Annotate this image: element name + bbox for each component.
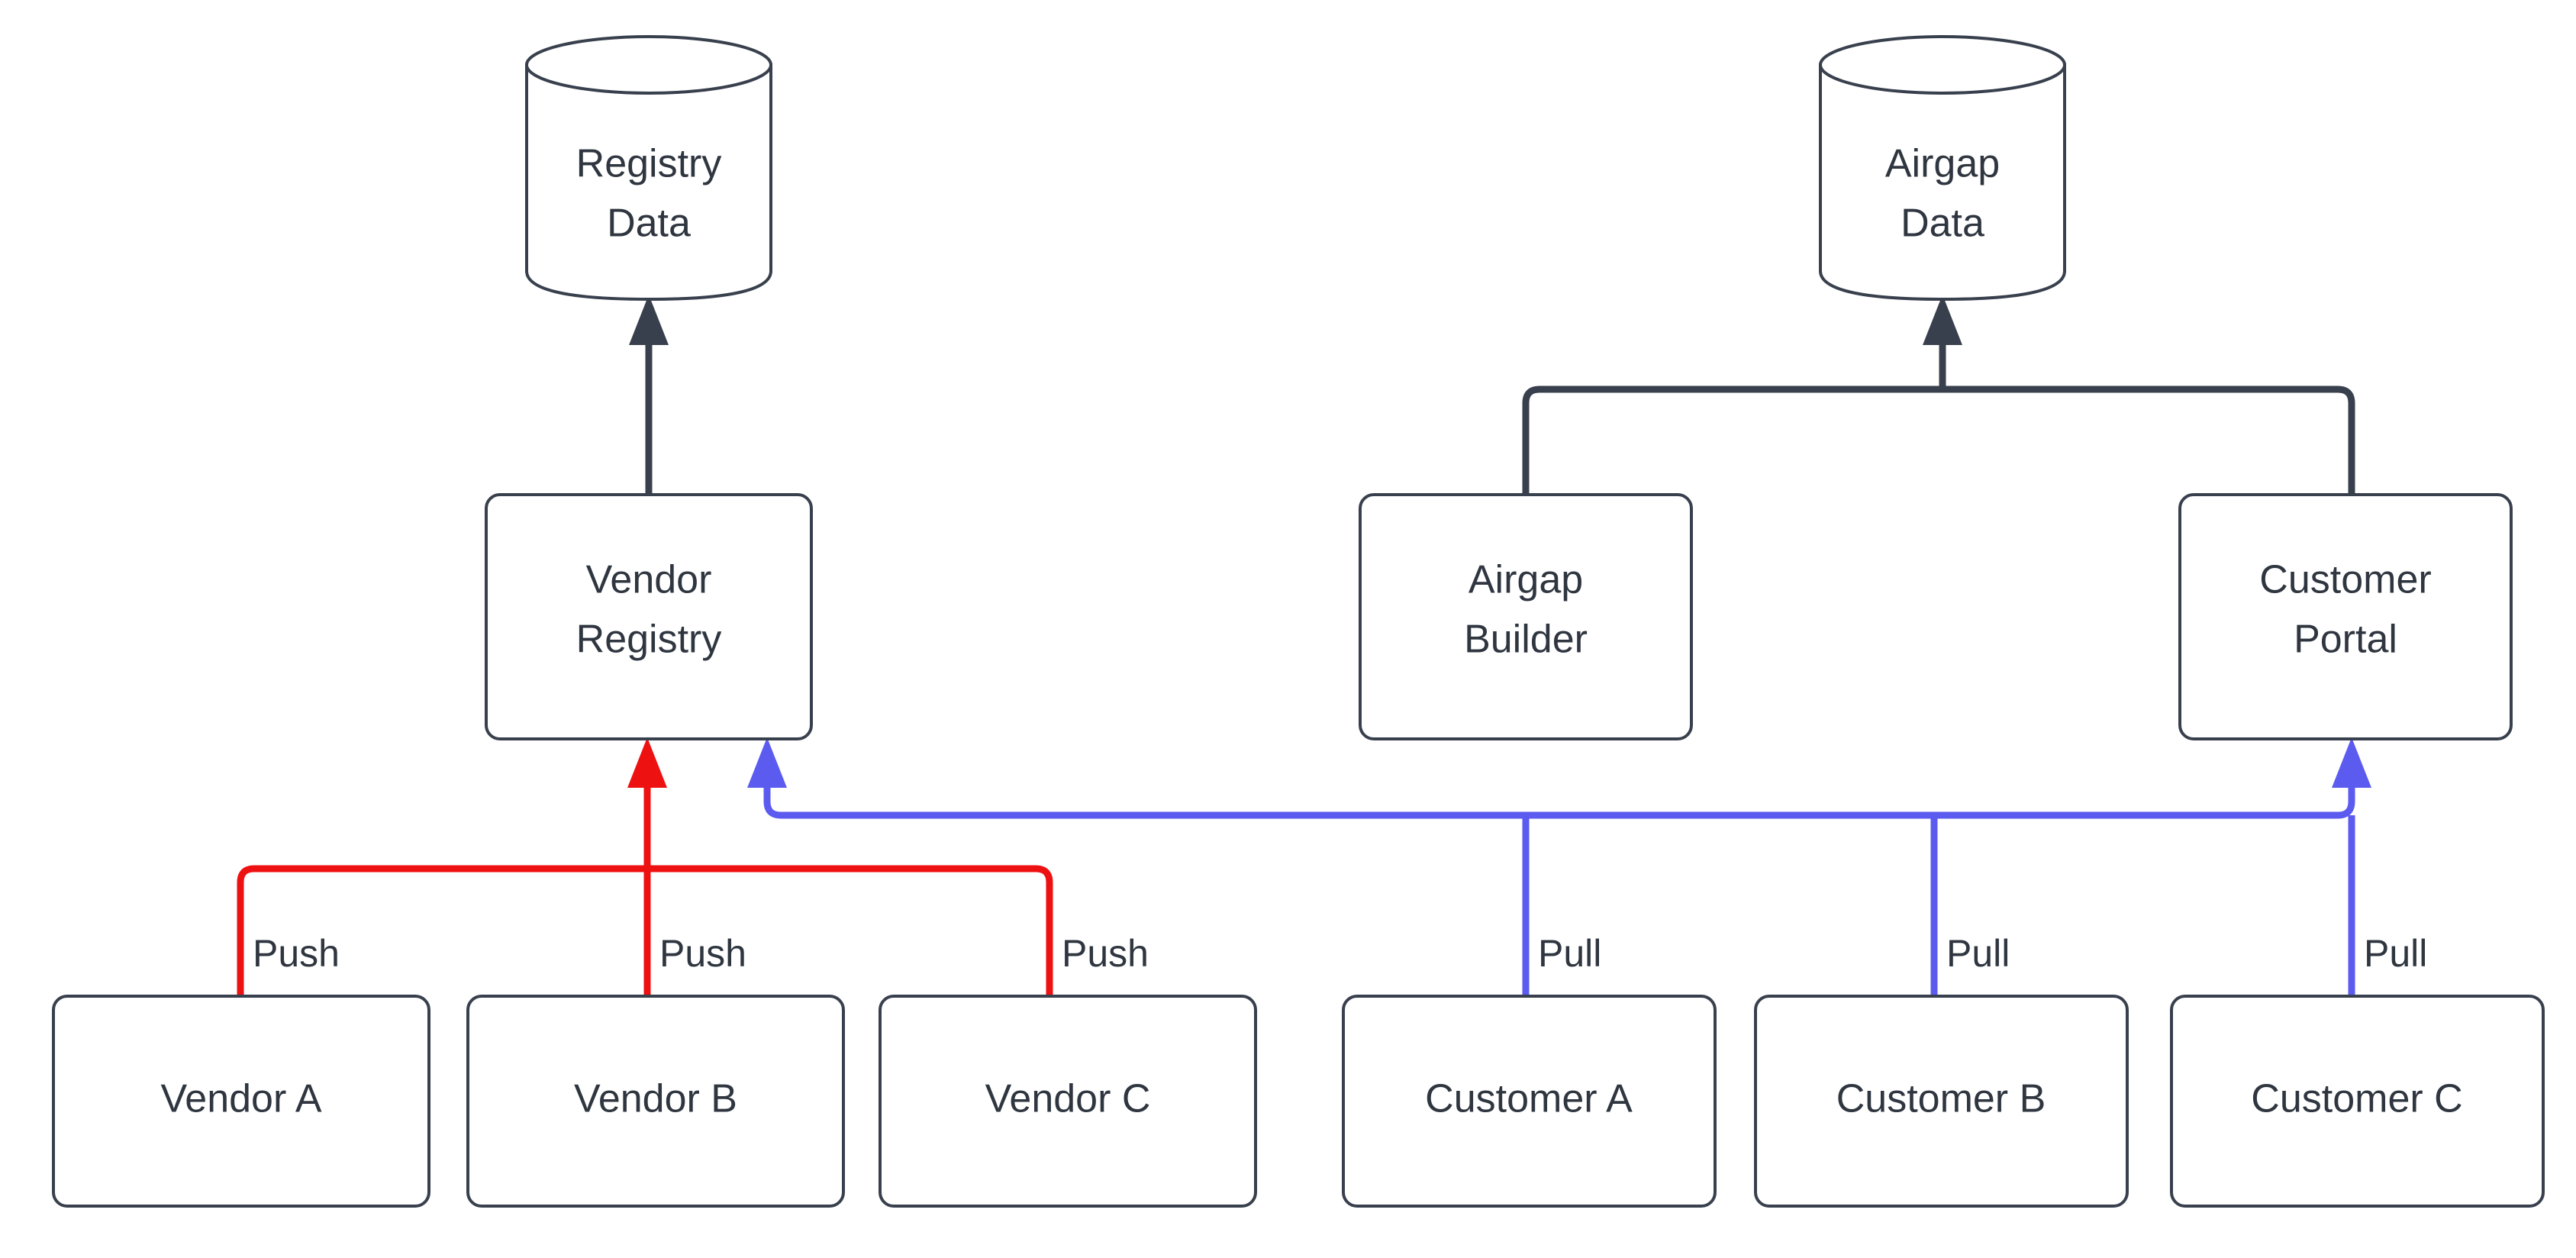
arrowhead-up-icon bbox=[627, 737, 667, 788]
arrowhead-up-icon bbox=[629, 295, 669, 345]
registry-data-label-line1: Registry bbox=[576, 142, 722, 186]
edge-vendor-registry-to-registry-data bbox=[629, 295, 669, 495]
edge-label-pull-b: Pull bbox=[1946, 932, 2010, 975]
node-box bbox=[1359, 493, 1693, 740]
customer-portal-label-line2: Portal bbox=[2294, 618, 2397, 662]
edge-label-push-b: Push bbox=[659, 932, 746, 975]
node-registry-data[interactable]: Registry Data bbox=[525, 35, 772, 302]
pull-bus-line bbox=[763, 763, 2355, 819]
vendor-registry-label-line2: Registry bbox=[576, 618, 722, 662]
edge-label-pull-c: Pull bbox=[2364, 932, 2427, 975]
node-customer-portal[interactable]: Customer Portal bbox=[2178, 493, 2513, 740]
edge-label-push-c: Push bbox=[1062, 932, 1149, 975]
node-box bbox=[879, 995, 1257, 1208]
node-vendor-a[interactable]: Vendor A bbox=[52, 995, 430, 1208]
node-airgap-builder[interactable]: Airgap Builder bbox=[1359, 493, 1693, 740]
vendor-a-label: Vendor A bbox=[160, 1077, 321, 1121]
node-box bbox=[2178, 493, 2513, 740]
registry-data-label-line2: Data bbox=[607, 202, 691, 246]
node-vendor-c[interactable]: Vendor C bbox=[879, 995, 1257, 1208]
cylinder-body bbox=[1819, 63, 2066, 302]
customer-b-label: Customer B bbox=[1836, 1077, 2046, 1121]
node-box bbox=[466, 995, 845, 1208]
customer-c-label: Customer C bbox=[2251, 1077, 2462, 1121]
node-customer-c[interactable]: Customer C bbox=[2170, 995, 2545, 1208]
node-vendor-b[interactable]: Vendor B bbox=[466, 995, 845, 1208]
airgap-data-label-line2: Data bbox=[1901, 202, 1984, 246]
customer-a-label: Customer A bbox=[1425, 1077, 1633, 1121]
vendor-b-label: Vendor B bbox=[574, 1077, 737, 1121]
node-airgap-data[interactable]: Airgap Data bbox=[1819, 35, 2066, 302]
node-customer-a[interactable]: Customer A bbox=[1342, 995, 1717, 1208]
node-vendor-registry[interactable]: Vendor Registry bbox=[485, 493, 813, 740]
edge-push-bus bbox=[237, 737, 1053, 996]
arrowhead-up-icon bbox=[1923, 295, 1962, 345]
airgap-builder-label-line2: Builder bbox=[1464, 618, 1588, 662]
vendor-c-label: Vendor C bbox=[985, 1077, 1151, 1121]
cylinder-top-ellipse bbox=[1819, 35, 2066, 95]
edge-pull-bus bbox=[747, 737, 2371, 996]
edge-airgap-tree-to-airgap-data bbox=[1522, 295, 2355, 495]
arrowhead-up-icon-registry bbox=[747, 737, 787, 788]
node-box bbox=[1342, 995, 1717, 1208]
node-box bbox=[485, 493, 813, 740]
airgap-data-label-line1: Airgap bbox=[1885, 142, 2000, 186]
cylinder-body bbox=[525, 63, 772, 302]
node-customer-b[interactable]: Customer B bbox=[1754, 995, 2129, 1208]
airgap-builder-label-line1: Airgap bbox=[1469, 558, 1583, 602]
node-box bbox=[2170, 995, 2545, 1208]
customer-portal-label-line1: Customer bbox=[2259, 558, 2431, 602]
node-box bbox=[1754, 995, 2129, 1208]
edge-line-branch bbox=[1522, 385, 2355, 495]
arrowhead-up-icon-portal bbox=[2332, 737, 2371, 788]
vendor-registry-label-line1: Vendor bbox=[586, 558, 712, 602]
node-box bbox=[52, 995, 430, 1208]
edge-label-push-a: Push bbox=[253, 932, 340, 975]
cylinder-top-ellipse bbox=[525, 35, 772, 95]
edge-label-pull-a: Pull bbox=[1538, 932, 1601, 975]
